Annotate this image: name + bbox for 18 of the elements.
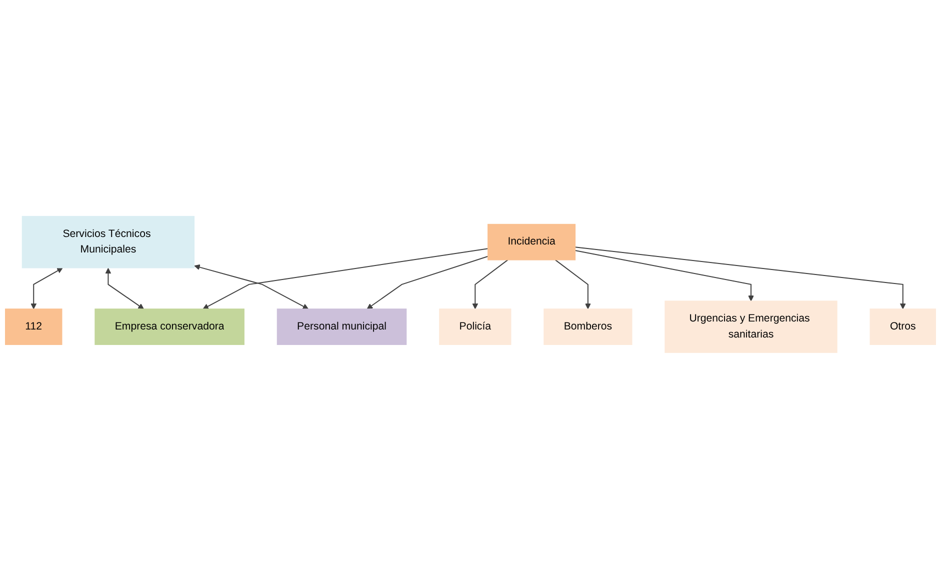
node-box: Policía	[439, 308, 512, 346]
node-box: Personal municipal	[276, 308, 407, 346]
node-box: Servicios Técnicos Municipales	[22, 216, 195, 268]
arrow	[202, 248, 488, 310]
arrow	[472, 260, 508, 310]
node-box: Empresa conservadora	[94, 308, 244, 346]
arrow	[554, 260, 591, 310]
arrow	[105, 268, 144, 310]
arrow	[194, 264, 308, 310]
arrow	[574, 246, 906, 310]
node-box: Incidencia	[488, 224, 576, 260]
arrow	[366, 256, 488, 310]
node-box: Otros	[870, 308, 936, 346]
node-box: Bomberos	[544, 308, 632, 346]
arrow	[574, 250, 754, 302]
arrow	[30, 268, 63, 310]
node-box: Urgencias y Emergencias sanitarias	[664, 300, 838, 353]
node-box: 112	[5, 308, 62, 346]
